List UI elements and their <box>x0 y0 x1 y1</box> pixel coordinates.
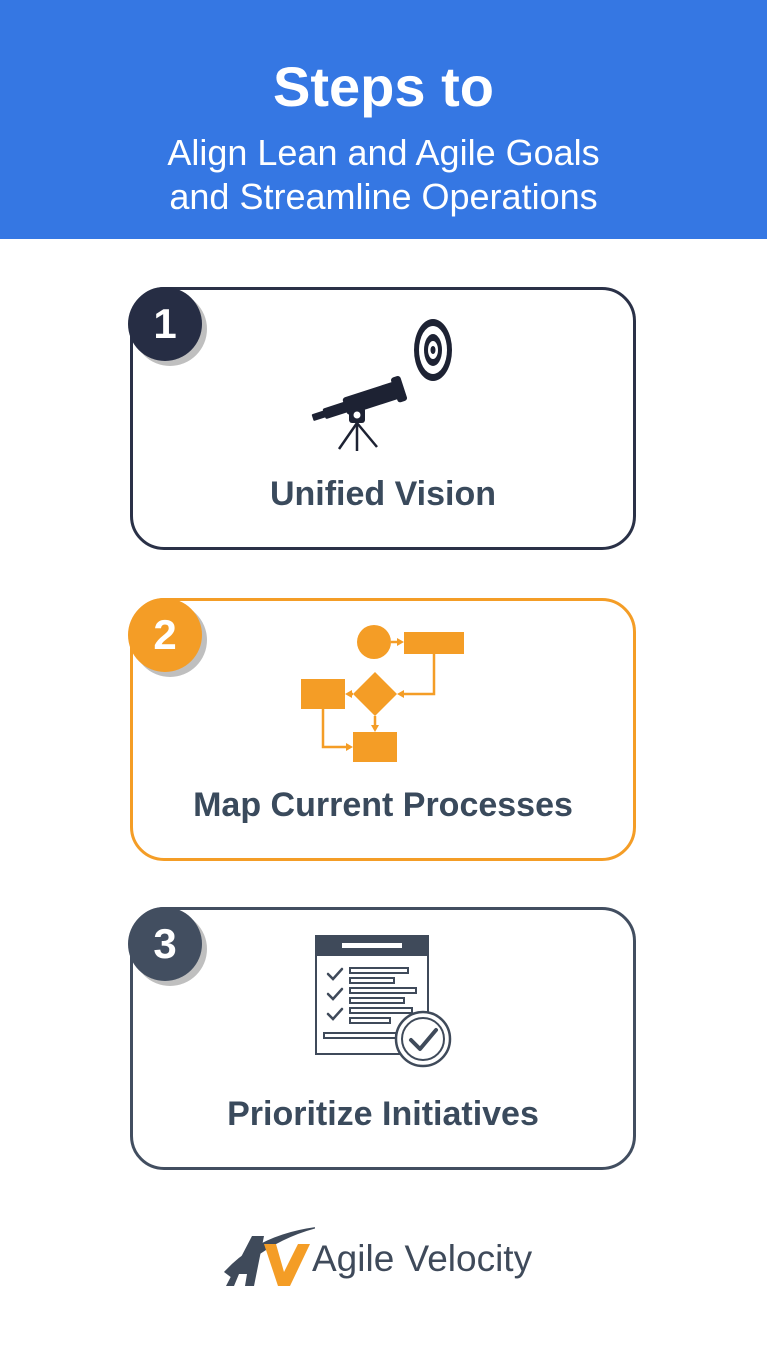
checklist-icon <box>315 935 452 1068</box>
page-title: Steps to <box>273 55 494 118</box>
step-badge-3: 3 <box>128 907 202 981</box>
subtitle-line-2: and Streamline Operations <box>169 176 598 217</box>
step-badge-2: 2 <box>128 598 202 672</box>
telescope-target-icon <box>311 319 452 451</box>
subtitle-line-1: Align Lean and Agile Goals <box>167 132 600 173</box>
step-card-1: Unified Vision <box>130 287 636 550</box>
step-number-3: 3 <box>153 920 177 967</box>
header-banner: Steps to Align Lean and Agile Goals and … <box>0 0 767 239</box>
step-number-2: 2 <box>153 611 177 658</box>
step-label-2: Map Current Processes <box>193 786 573 824</box>
flowchart-icon <box>301 625 464 762</box>
logo-text: Agile Velocity <box>312 1238 533 1279</box>
step-badge-1: 1 <box>128 287 202 361</box>
step-label-1: Unified Vision <box>269 475 497 513</box>
agile-velocity-logo-mark <box>224 1227 315 1286</box>
step-label-3: Prioritize Initiatives <box>227 1095 539 1133</box>
page-subtitle: Align Lean and Agile Goals and Streamlin… <box>0 131 767 219</box>
step-number-1: 1 <box>153 300 177 347</box>
